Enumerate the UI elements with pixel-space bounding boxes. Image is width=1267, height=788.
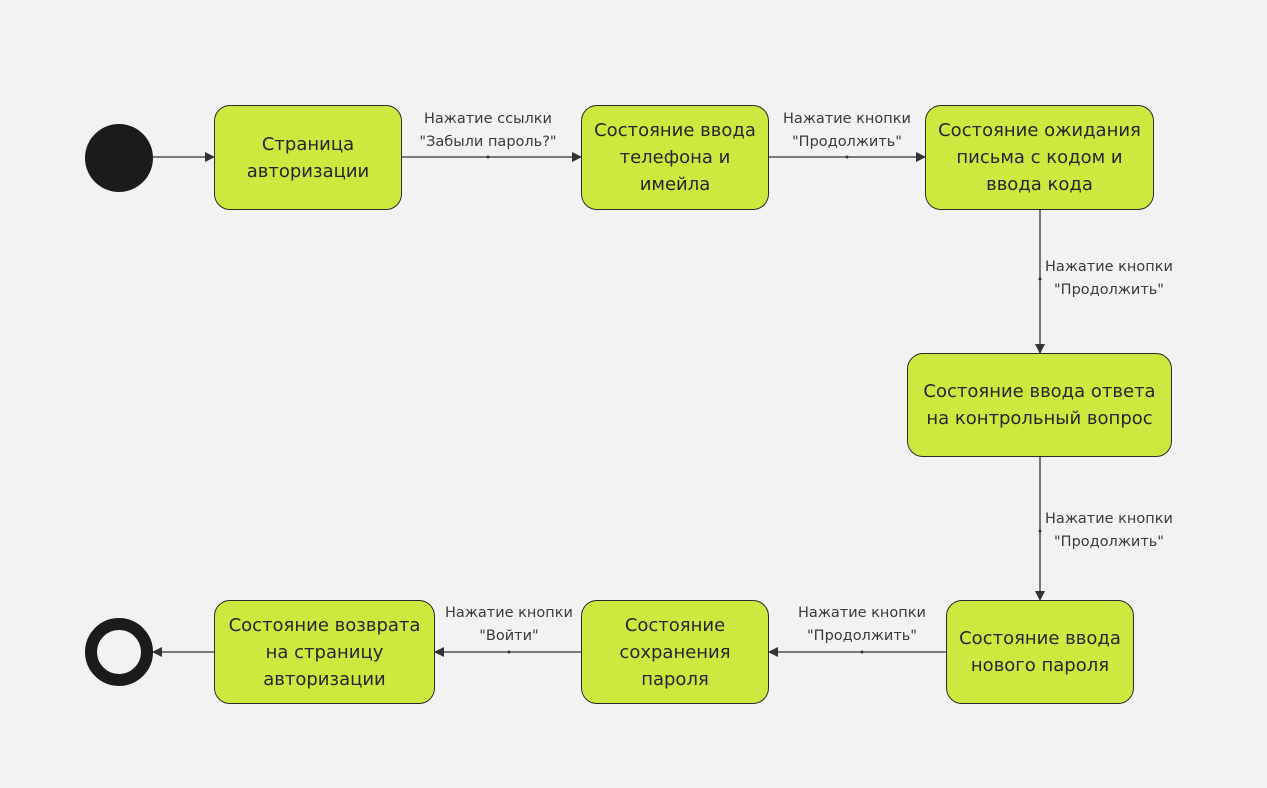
state-label-line: сохранения bbox=[619, 641, 731, 663]
edge-label-anchor bbox=[486, 155, 490, 159]
state-label-line: имейла bbox=[639, 174, 711, 195]
state-await-code[interactable]: Состояние ожидания письма с кодом и ввод… bbox=[925, 105, 1154, 210]
transition-label-forgot-link: Нажатие ссылки "Забыли пароль?" bbox=[408, 108, 568, 154]
state-label-line: Состояние возврата bbox=[228, 614, 421, 636]
edge-label-anchor bbox=[845, 155, 849, 159]
state-label-line: на контрольный вопрос bbox=[926, 408, 1153, 429]
edge-label-anchor bbox=[860, 650, 864, 654]
state-label-line: Состояние ожидания bbox=[938, 120, 1141, 141]
final-state-node bbox=[85, 618, 153, 686]
state-return-auth[interactable]: Состояние возврата на страницу авторизац… bbox=[214, 600, 435, 704]
transition-label-continue-2: Нажатие кнопки "Продолжить" bbox=[1034, 256, 1184, 302]
state-label-line: на страницу bbox=[265, 641, 384, 663]
transition-label-line: "Продолжить" bbox=[1054, 534, 1164, 550]
edge-label-anchor bbox=[507, 650, 511, 654]
transition-label-line: Нажатие ссылки bbox=[424, 111, 552, 127]
state-label-line: нового пароля bbox=[970, 655, 1110, 676]
transition-label-login: Нажатие кнопки "Войти" bbox=[434, 602, 584, 648]
edge-label-anchor bbox=[1038, 529, 1042, 533]
initial-state-node bbox=[85, 124, 153, 192]
transition-label-continue-1: Нажатие кнопки "Продолжить" bbox=[772, 108, 922, 154]
state-new-password[interactable]: Состояние ввода нового пароля bbox=[946, 600, 1134, 704]
state-phone-email-input[interactable]: Состояние ввода телефона и имейла bbox=[581, 105, 769, 210]
state-label-line: телефона и bbox=[619, 147, 731, 168]
state-label-line: авторизации bbox=[246, 160, 370, 182]
state-label-line: Страница bbox=[261, 133, 355, 155]
transition-label-line: Нажатие кнопки bbox=[1045, 511, 1173, 527]
state-security-answer[interactable]: Состояние ввода ответа на контрольный во… bbox=[907, 353, 1172, 457]
transition-label-line: Нажатие кнопки bbox=[1045, 259, 1173, 275]
state-label-line: пароля bbox=[641, 668, 709, 690]
transition-label-line: Нажатие кнопки bbox=[783, 111, 911, 127]
state-label-line: письма с кодом и bbox=[956, 147, 1123, 168]
state-auth-page[interactable]: Страница авторизации bbox=[214, 105, 402, 210]
transition-label-line: "Войти" bbox=[479, 628, 539, 644]
transition-label-continue-3: Нажатие кнопки "Продолжить" bbox=[1034, 508, 1184, 554]
state-label-line: авторизации bbox=[263, 668, 386, 690]
state-label-line: ввода кода bbox=[986, 174, 1093, 195]
transition-label-line: Нажатие кнопки bbox=[445, 605, 573, 621]
edge-label-anchor bbox=[1038, 277, 1042, 281]
state-save-password[interactable]: Состояние сохранения пароля bbox=[581, 600, 769, 704]
transition-label-continue-4: Нажатие кнопки "Продолжить" bbox=[787, 602, 937, 648]
transition-label-line: "Забыли пароль?" bbox=[419, 134, 557, 150]
transition-label-line: Нажатие кнопки bbox=[798, 605, 926, 621]
state-label-line: Состояние ввода bbox=[594, 120, 756, 141]
state-label-line: Состояние ввода bbox=[959, 628, 1121, 649]
transition-label-line: "Продолжить" bbox=[792, 134, 902, 150]
state-label-line: Состояние ввода ответа bbox=[923, 381, 1156, 402]
state-label-line: Состояние bbox=[624, 614, 726, 636]
transition-label-line: "Продолжить" bbox=[807, 628, 917, 644]
transition-label-line: "Продолжить" bbox=[1054, 282, 1164, 298]
